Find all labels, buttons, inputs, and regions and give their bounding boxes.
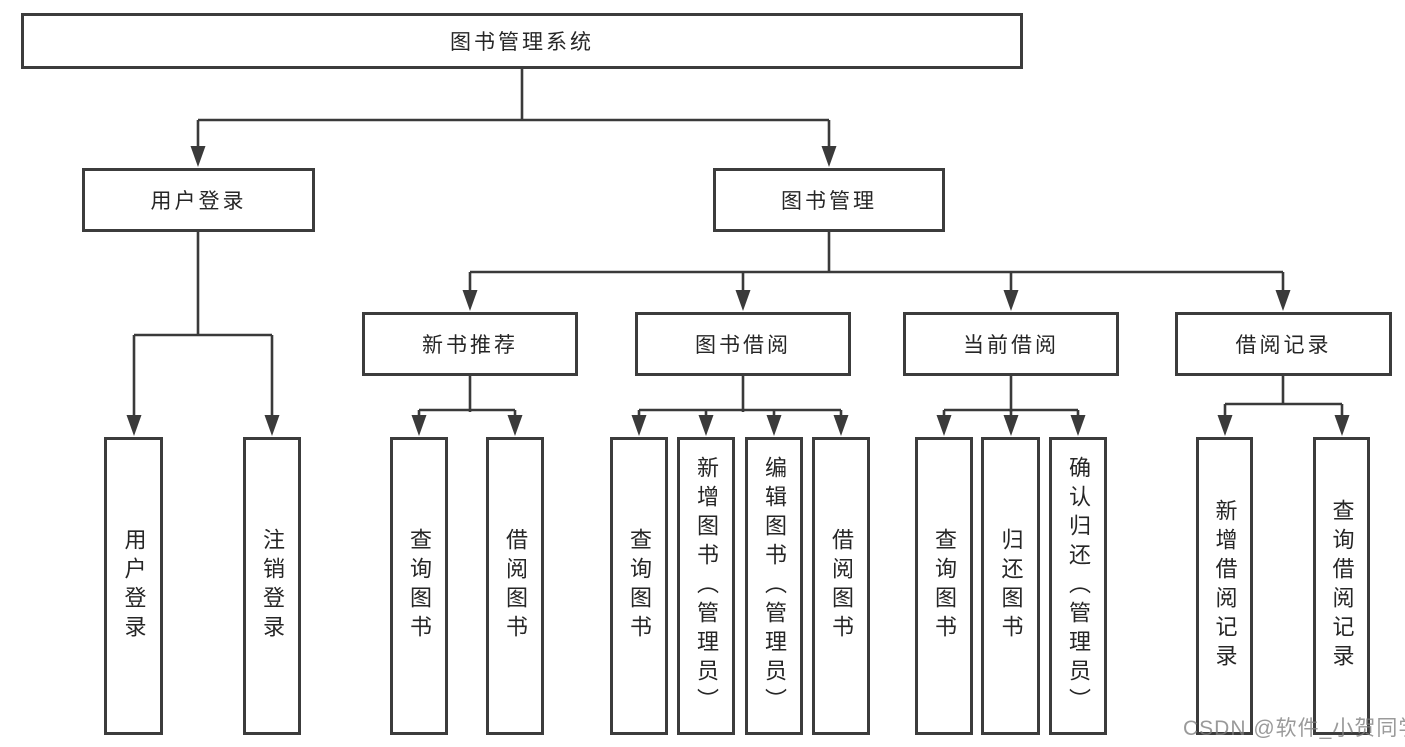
leaf-logout-label: 注销登录: [260, 528, 285, 644]
leaf-borrow-book-2-label: 借阅图书: [829, 528, 854, 644]
leaf-query-borrow-record: 查询借阅记录: [1313, 437, 1370, 735]
node-root: 图书管理系统: [21, 13, 1023, 69]
leaf-logout: 注销登录: [243, 437, 301, 735]
node-book-management: 图书管理: [713, 168, 945, 232]
leaf-edit-book-admin-label: 编辑图书（管理员）: [762, 455, 787, 717]
leaf-add-borrow-record: 新增借阅记录: [1196, 437, 1253, 735]
leaf-user-login-label: 用户登录: [121, 528, 147, 644]
node-new-book-recommend: 新书推荐: [362, 312, 578, 376]
leaf-borrow-book-1: 借阅图书: [486, 437, 544, 735]
leaf-edit-book-admin: 编辑图书（管理员）: [745, 437, 803, 735]
node-user-login: 用户登录: [82, 168, 315, 232]
leaf-borrow-book-1-label: 借阅图书: [503, 528, 528, 644]
node-root-label: 图书管理系统: [450, 31, 594, 54]
node-current-borrow: 当前借阅: [903, 312, 1119, 376]
leaf-query-book-2-label: 查询图书: [627, 528, 652, 644]
leaf-query-book-3-label: 查询图书: [932, 528, 957, 644]
leaf-return-book: 归还图书: [981, 437, 1040, 735]
leaf-query-book-3: 查询图书: [915, 437, 973, 735]
watermark: CSDN @软件_小贺同学: [1183, 717, 1405, 740]
node-user-login-label: 用户登录: [150, 190, 247, 213]
node-book-borrow: 图书借阅: [635, 312, 851, 376]
leaf-confirm-return-admin-label: 确认归还（管理员）: [1066, 455, 1091, 717]
leaf-borrow-book-2: 借阅图书: [812, 437, 870, 735]
leaf-confirm-return-admin: 确认归还（管理员）: [1049, 437, 1107, 735]
leaf-query-book-1-label: 查询图书: [407, 528, 432, 644]
leaf-add-book-admin-label: 新增图书（管理员）: [694, 455, 719, 717]
leaf-add-borrow-record-label: 新增借阅记录: [1212, 499, 1238, 673]
node-new-book-recommend-label: 新书推荐: [422, 334, 518, 357]
leaf-user-login: 用户登录: [104, 437, 163, 735]
node-borrow-records: 借阅记录: [1175, 312, 1392, 376]
leaf-query-book-1: 查询图书: [390, 437, 448, 735]
leaf-add-book-admin: 新增图书（管理员）: [677, 437, 735, 735]
leaf-query-borrow-record-label: 查询借阅记录: [1329, 499, 1355, 673]
node-book-management-label: 图书管理: [781, 190, 877, 213]
node-book-borrow-label: 图书借阅: [695, 334, 791, 357]
leaf-return-book-label: 归还图书: [998, 528, 1024, 644]
node-current-borrow-label: 当前借阅: [963, 334, 1059, 357]
node-borrow-records-label: 借阅记录: [1235, 334, 1332, 357]
leaf-query-book-2: 查询图书: [610, 437, 668, 735]
